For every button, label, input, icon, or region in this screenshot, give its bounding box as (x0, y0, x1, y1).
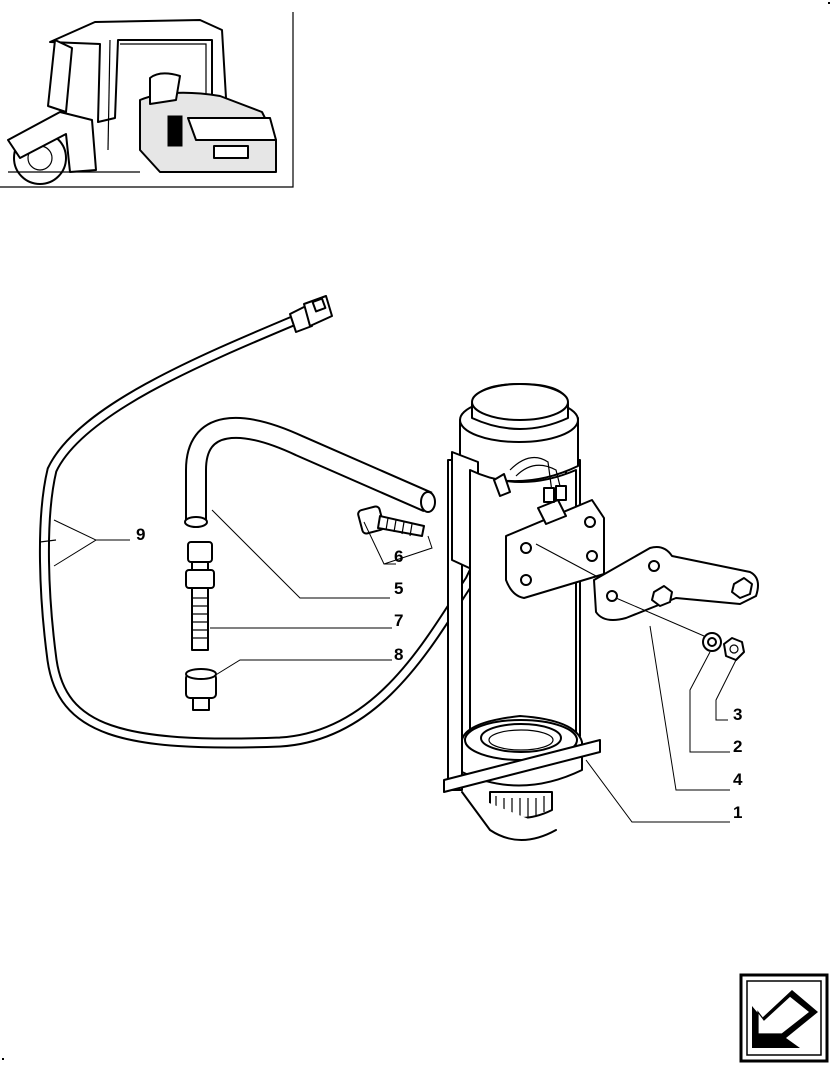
previous-page-arrow-icon[interactable] (739, 973, 829, 1063)
adapter-fitting (185, 541, 215, 651)
callout-2: 2 (733, 737, 742, 756)
wiring-harness (38, 295, 518, 749)
union-nut (185, 668, 217, 711)
callout-1: 1 (733, 803, 742, 822)
screw (357, 505, 425, 537)
nut (723, 637, 745, 661)
callout-8: 8 (394, 645, 403, 664)
callout-9: 9 (136, 525, 145, 544)
callout-5: 5 (394, 579, 403, 598)
tractor-cab-locator-icon (0, 12, 294, 188)
washer (702, 632, 722, 652)
callout-3: 3 (733, 705, 742, 724)
callout-7: 7 (394, 611, 403, 630)
callout-6: 6 (394, 547, 403, 566)
fuel-hose (184, 417, 436, 528)
mounting-bracket (593, 546, 759, 621)
fuel-filter-assembly (443, 383, 605, 841)
leader-lines (53, 509, 737, 823)
callout-4: 4 (733, 770, 743, 789)
